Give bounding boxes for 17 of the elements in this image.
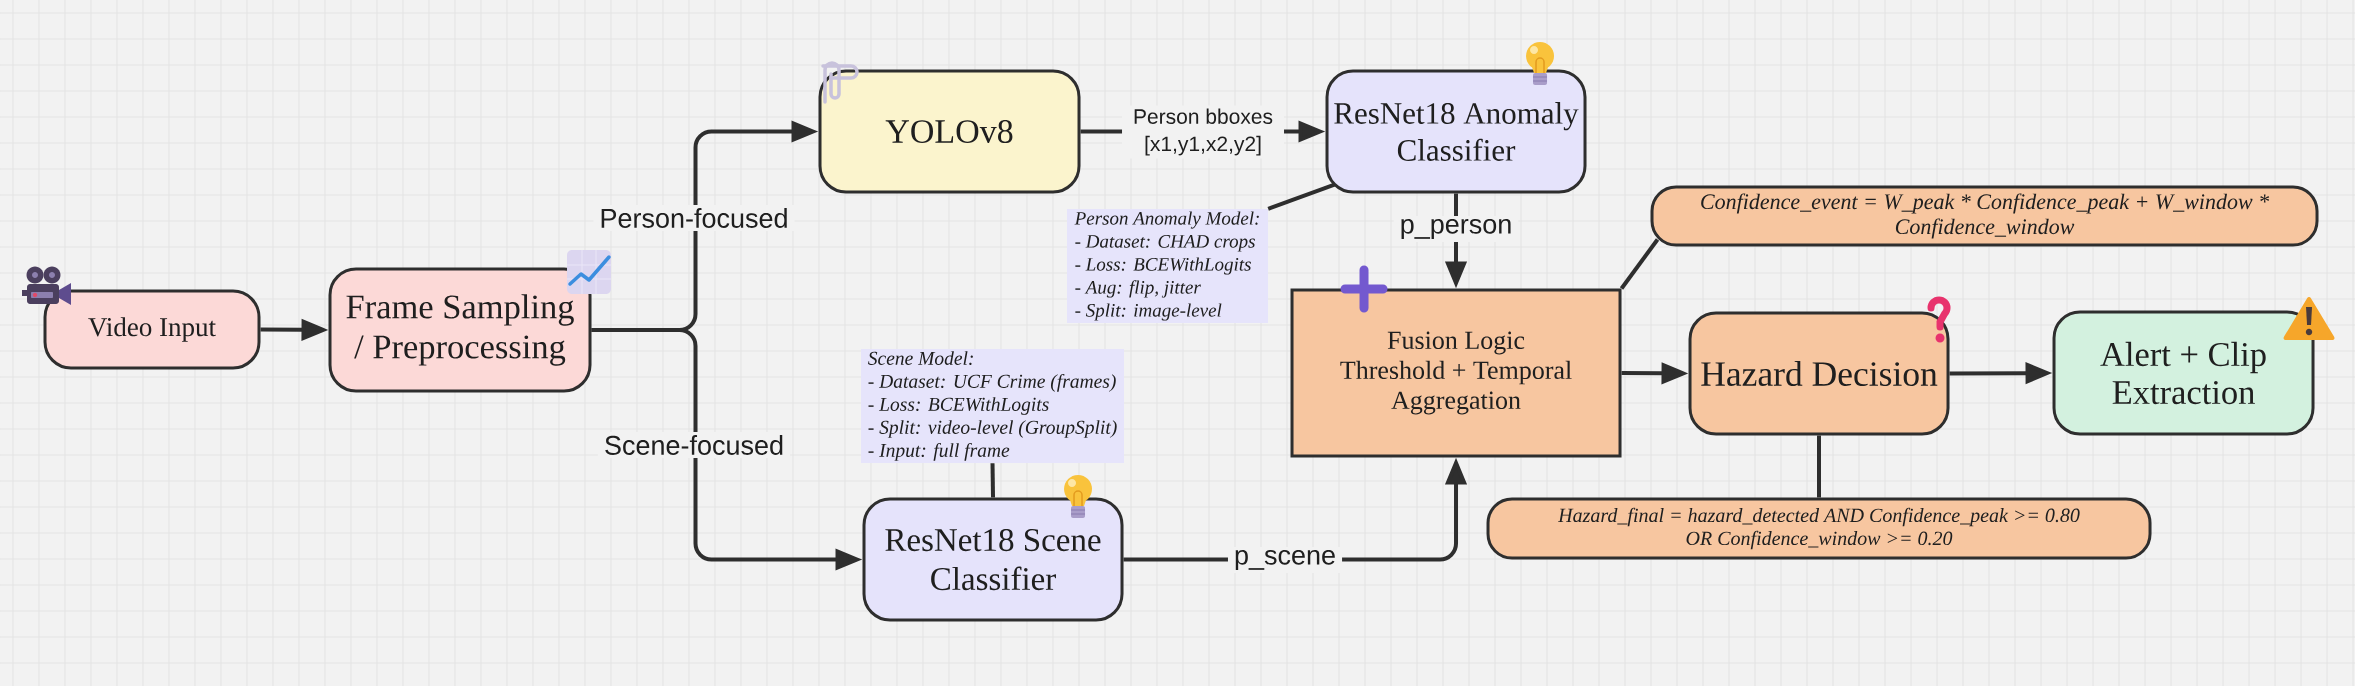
process-box: ResNet18 Anomaly Classifier	[1325, 69, 1587, 194]
edge-label: Person bboxes [x1,y1,x2,y2]	[1122, 105, 1284, 159]
edge-label: Person-focused	[593, 205, 795, 231]
note-box: Person Anomaly Model: - Dataset: CHAD crops - Loss: BCEWithLogits - Aug: flip, jitter - Split: image-level	[1067, 209, 1268, 323]
process-box: Fusion Logic Threshold + Temporal Aggregation	[1290, 288, 1622, 458]
edge-label: p_person	[1393, 215, 1519, 243]
process-box: Alert + Clip Extraction	[2052, 310, 2315, 436]
edge-label: Scene-focused	[597, 432, 791, 458]
process-box: ResNet18 Scene Classifier	[862, 497, 1124, 622]
process-box: Video Input	[43, 289, 261, 370]
process-box: Frame Sampling / Preprocessing	[328, 267, 592, 393]
formula-box: Hazard_final = hazard_detected AND Confidence_peak >= 0.80 OR Confidence_window >= 0.20	[1486, 497, 2152, 560]
edge-label: p_scene	[1228, 546, 1343, 574]
process-box: YOLOv8	[818, 69, 1081, 194]
process-box: Hazard Decision	[1688, 311, 1950, 436]
formula-box: Confidence_event = W_peak * Confidence_peak + W_window * Confidence_window	[1650, 185, 2319, 247]
note-box: Scene Model: - Dataset: UCF Crime (frames) - Loss: BCEWithLogits - Split: video-level (GroupSplit) - Input: full frame	[861, 349, 1124, 463]
